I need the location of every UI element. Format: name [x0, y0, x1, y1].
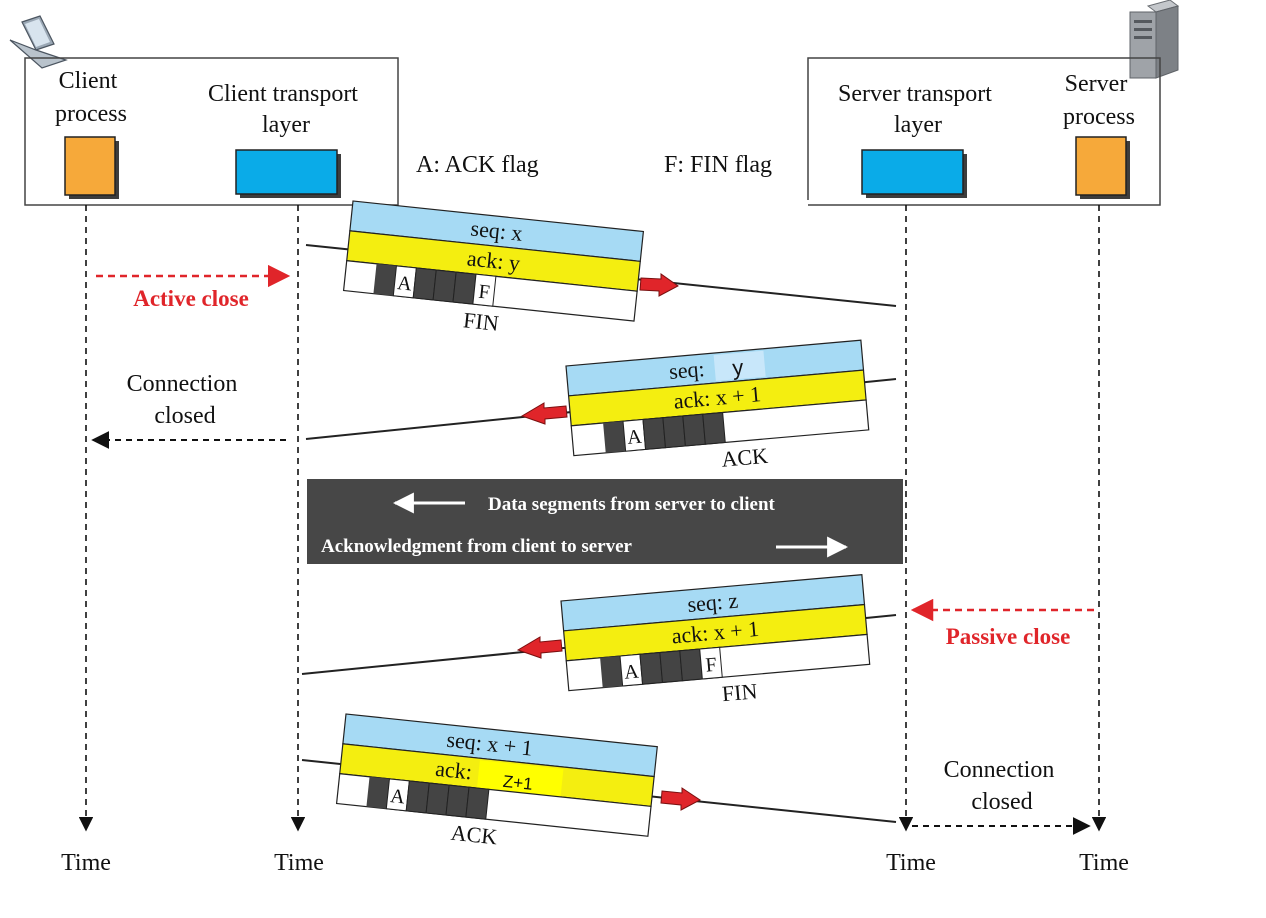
client-process-label: Client process	[55, 68, 127, 127]
seg1-flag-f: F	[478, 281, 491, 304]
client-transport-label: Client transport layer	[208, 81, 364, 138]
server-process-label: Server process	[1063, 71, 1135, 130]
seg4-label: ACK	[450, 820, 499, 850]
ack-flag-legend: A: ACK flag	[416, 152, 539, 178]
timelines	[78, 205, 1107, 832]
server-connection-closed-label: Connection closed	[944, 757, 1061, 815]
ack-segment-client: seq: x + 1 ack: Z+1 A ACK	[335, 713, 658, 850]
seg1-label: FIN	[462, 307, 500, 336]
seg1-flag-a: A	[396, 272, 413, 295]
seg4-red-arrow	[660, 787, 701, 811]
seg1-seq: seq: x	[470, 216, 524, 246]
seg2-label: ACK	[720, 443, 769, 472]
seg3-flag-a: A	[623, 660, 640, 683]
time-label-client-transport: Time	[274, 850, 324, 876]
seg2-seq-value: y	[731, 355, 744, 381]
seg3-seq: seq: z	[686, 588, 739, 617]
data-transfer-box: Data segments from server to client Ackn…	[307, 479, 903, 564]
seg3-label: FIN	[721, 678, 759, 706]
seg2-red-arrow	[520, 402, 568, 425]
active-close-label: Active close	[133, 286, 249, 311]
seg2-seq: seq:	[668, 356, 705, 384]
passive-close-label: Passive close	[946, 624, 1071, 649]
time-label-server-process: Time	[1079, 850, 1129, 876]
seg4-ack: ack:	[434, 756, 473, 785]
server-transport-label: Server transport layer	[838, 81, 998, 138]
server-transport-box	[861, 149, 967, 198]
server-process-box	[1075, 136, 1130, 199]
client-transport-box	[235, 149, 341, 198]
seg2-flag-a: A	[626, 426, 643, 449]
client-frame	[24, 57, 399, 206]
client-connection-closed-label: Connection closed	[127, 371, 244, 429]
fin-segment-client: seq: x ack: y A F FIN	[342, 200, 645, 336]
ack-segment-server: seq: y ack: x + 1 A ACK	[565, 339, 870, 472]
server-frame	[807, 57, 1161, 206]
seg1-ack: ack: y	[466, 245, 521, 275]
time-label-server-transport: Time	[886, 850, 936, 876]
client-process-box	[64, 136, 119, 199]
seg1-red-arrow	[639, 273, 679, 297]
server-icon	[1129, 0, 1180, 79]
acknowledgment-text: Acknowledgment from client to server	[321, 536, 633, 557]
time-label-client-process: Time	[61, 850, 111, 876]
laptop-icon	[9, 15, 68, 69]
seg3-red-arrow	[516, 636, 563, 659]
seg4-flag-a: A	[389, 785, 406, 808]
fin-segment-server: seq: z ack: x + 1 A F FIN	[560, 574, 871, 706]
data-segments-text: Data segments from server to client	[488, 494, 776, 515]
seg4-ack-value: Z+1	[502, 772, 534, 794]
fin-flag-legend: F: FIN flag	[664, 152, 772, 178]
seg3-flag-f: F	[705, 654, 718, 677]
